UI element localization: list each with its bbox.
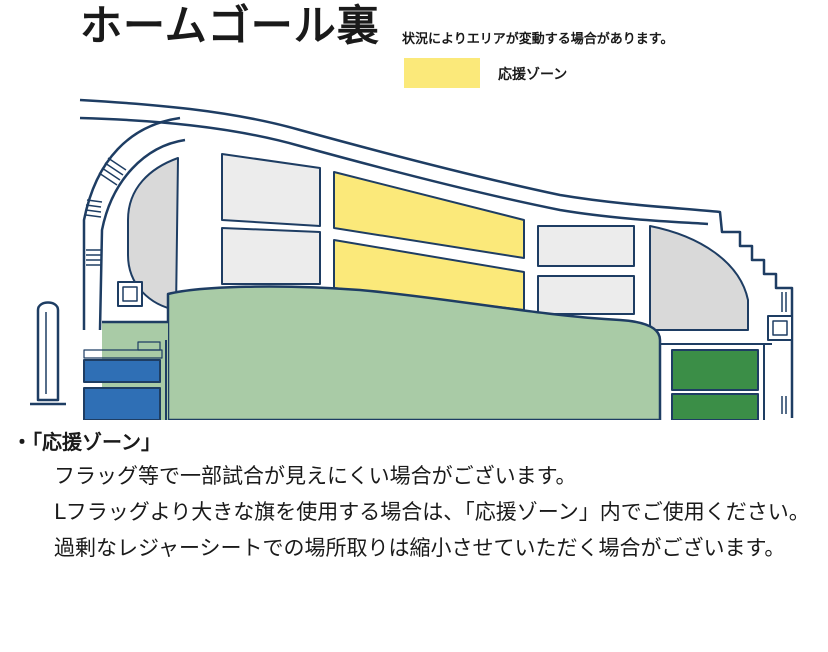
walkway-left-arc-inner — [98, 138, 186, 331]
green-block-lower — [671, 393, 759, 420]
blue-block-railing — [83, 341, 163, 359]
stand-block-lower-1 — [221, 227, 321, 285]
legend-swatch-cheer-zone — [404, 58, 480, 88]
rule-paragraph: Lフラッグより大きな旗を使用する場合は、「応援ゾーン」内でご使用ください。 — [54, 500, 810, 524]
cheer-zone-heading: ・「応援ゾーン」 — [12, 430, 161, 454]
blue-block-upper — [83, 359, 161, 383]
square-marker-left-inner — [122, 286, 138, 302]
stand-block-upper-2 — [537, 225, 635, 267]
walkway-left-outer — [8, 96, 80, 100]
pitch-field — [166, 285, 662, 420]
concourse-outer-line — [79, 98, 794, 418]
stairs-left — [85, 157, 127, 266]
blue-block-lower — [83, 387, 161, 420]
stand-block-upper-1 — [221, 153, 321, 227]
square-marker-right-inner — [772, 320, 788, 336]
stand-block-lower-2 — [537, 275, 635, 315]
cheer-zone-rules: フラッグ等で一部試合が見えにくい場合がございます。 Lフラッグより大きな旗を使用… — [12, 458, 812, 566]
legend-label-cheer-zone: 応援ゾーン — [498, 67, 568, 83]
pillar-left — [36, 301, 60, 402]
stadium-map — [8, 96, 794, 420]
walkway-left-arc-outer — [82, 116, 181, 330]
stairs-right — [781, 292, 787, 414]
rule-paragraph: 過剰なレジャーシートでの場所取りは縮小させていただく場合がございます。 — [54, 536, 786, 560]
concourse-outer-line-2 — [79, 116, 709, 226]
stand-block-right — [649, 225, 749, 331]
green-block-upper — [671, 349, 759, 391]
map-note: 状況によりエリアが変動する場合があります。 — [402, 32, 674, 47]
rule-paragraph: フラッグ等で一部試合が見えにくい場合がございます。 — [54, 464, 577, 488]
stand-block-left — [127, 157, 179, 311]
map-title: ホームゴール裏 — [80, 1, 380, 50]
cheer-zone-block-upper — [333, 171, 525, 259]
